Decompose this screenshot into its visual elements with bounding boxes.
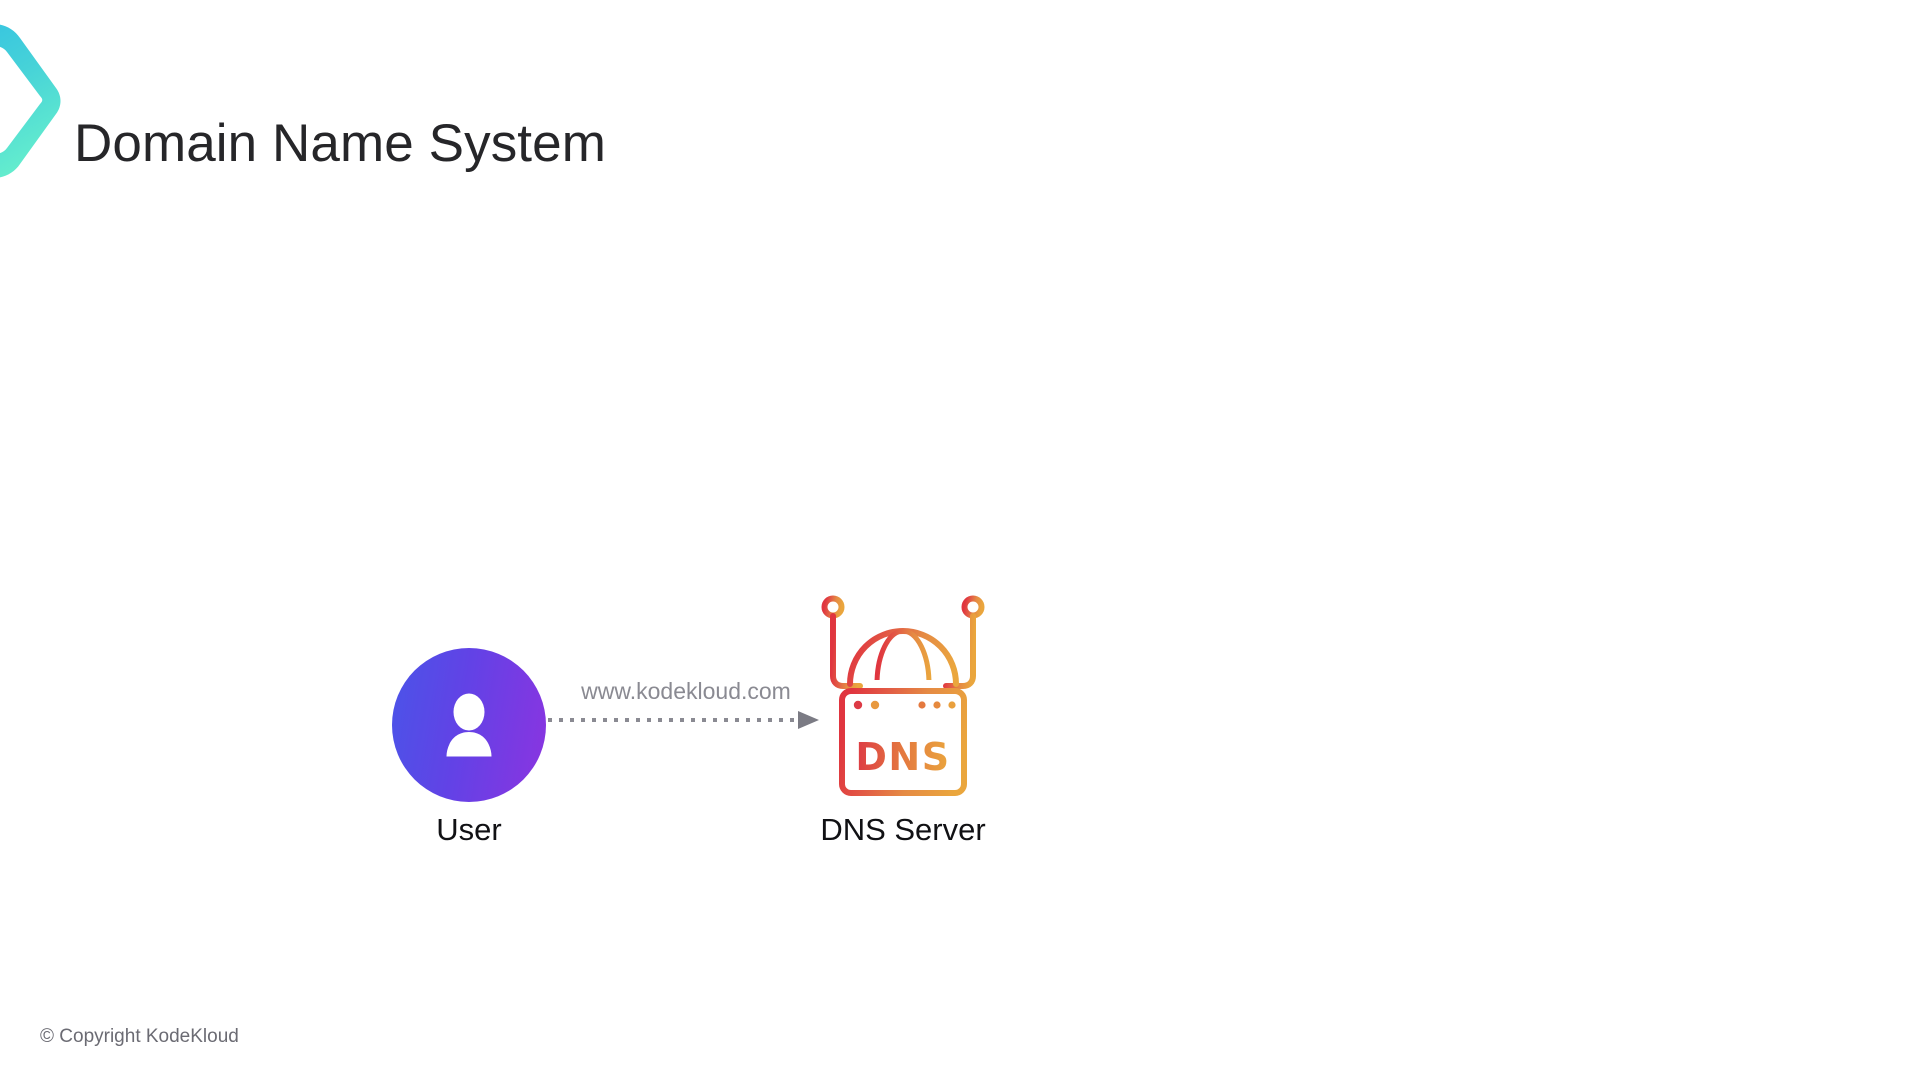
edge-arrow-user-to-dns [546,706,822,734]
diagram-node-user[interactable] [392,648,546,802]
diagram-node-user-label: User [436,812,502,847]
user-avatar-icon [392,648,546,802]
dns-server-icon: DNS [821,595,985,796]
footer-copyright: © Copyright KodeKloud [40,1026,239,1047]
page-title: Domain Name System [74,113,606,173]
diagram-node-dns-server-label: DNS Server [820,812,986,847]
dns-badge-text: DNS [855,735,950,779]
diagram-node-dns-server[interactable]: DNS [820,594,986,800]
edge-label-request-url: www.kodekloud.com [581,678,791,704]
